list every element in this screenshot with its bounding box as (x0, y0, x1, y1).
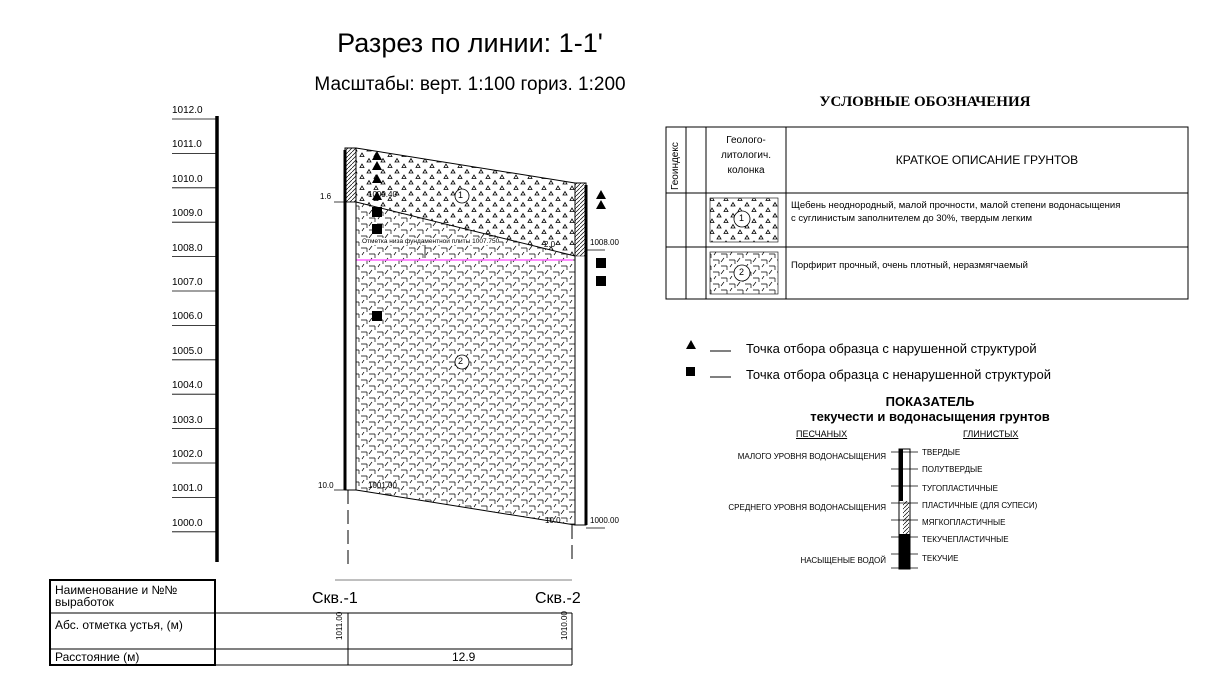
distance-value: 12.9 (452, 650, 476, 664)
well-1-depth-bottom: 10.0 (318, 481, 334, 490)
legend-symbol-square-label: Точка отбора образца с ненарушенной стру… (746, 367, 1052, 382)
well-1-name: Скв.-1 (312, 590, 358, 607)
borehole-table (49, 579, 573, 666)
layer-2-marker (454, 354, 470, 370)
pokazatel-col-sand: ПЕСЧАНЫХ (796, 429, 848, 439)
well-1-samples (372, 151, 382, 321)
square-icon (372, 224, 382, 234)
legend-row-2-desc: Порфирит прочный, очень плотный, неразмя… (791, 260, 1028, 271)
legend-title: УСЛОВНЫЕ ОБОЗНАЧЕНИЯ (819, 94, 1031, 110)
square-icon (372, 311, 382, 321)
section-bottom-line (355, 489, 576, 526)
y-tick-label: 1001.0 (172, 483, 203, 495)
square-icon (596, 276, 606, 286)
well-2-layer-elev: 1008.00 (590, 238, 619, 247)
page-title: Разрез по линии: 1-1' (337, 28, 603, 58)
ground-surface-line (355, 147, 576, 184)
clay-label-7: ТЕКУЧИЕ (922, 554, 959, 563)
pokazatel-title: ПОКАЗАТЕЛЬ (885, 394, 975, 409)
legend-header-index: Геоиндекс (670, 142, 681, 190)
triangle-icon (686, 340, 696, 349)
y-tick-label: 1011.0 (172, 139, 202, 151)
triangle-icon (372, 174, 382, 183)
square-icon (686, 367, 695, 376)
square-icon (372, 207, 382, 217)
well-1-depth-top: 1.6 (320, 192, 332, 201)
legend-header-desc: КРАТКОЕ ОПИСАНИЕ ГРУНТОВ (895, 153, 1079, 167)
clay-label-1: ТВЕРДЫЕ (922, 448, 961, 457)
well-2-bottom-elev: 1000.00 (590, 516, 619, 525)
table-row2-label: Абс. отметка устья, (м) (55, 618, 183, 632)
triangle-icon (596, 200, 606, 209)
y-tick-label: 1003.0 (172, 414, 203, 426)
square-icon (596, 258, 606, 268)
layer-contact-line (355, 201, 576, 257)
layer-1-label: 1 (458, 190, 464, 200)
clay-label-4: ПЛАСТИЧНЫЕ (ДЛЯ СУПЕСИ) (922, 501, 1038, 510)
triangle-icon (372, 191, 382, 200)
well-1-contact-elev: 1009.40 (368, 190, 397, 199)
y-tick-label: 1009.0 (172, 208, 203, 220)
legend-row-2-num: 2 (739, 267, 745, 277)
well-1-mouth-elev: 1011.00 (335, 611, 344, 640)
well-2-mouth-elev: 1010.00 (560, 611, 569, 640)
well-2-name: Скв.-2 (535, 590, 581, 607)
pokazatel-subtitle: текучести и водонасыщения грунтов (810, 409, 1050, 424)
pokazatel-col-clay: ГЛИНИСТЫХ (963, 429, 1019, 439)
well-1-bottom-elev: 1001.00 (368, 481, 397, 490)
y-tick-label: 1010.0 (172, 173, 203, 185)
y-tick-label: 1005.0 (172, 345, 203, 357)
table-row1-label: Наименование и №№ выработок (55, 583, 178, 609)
foundation-note: Отметка низа фундаментной плиты 1007.750 (362, 238, 500, 245)
scale-subtitle: Масштабы: верт. 1:100 гориз. 1:200 (314, 74, 626, 95)
sand-label-1: МАЛОГО УРОВНЯ ВОДОНАСЫЩЕНИЯ (737, 452, 886, 461)
well-2-depth-bottom: 10.0 (545, 516, 561, 525)
clay-label-6: ТЕКУЧЕПЛАСТИЧНЫЕ (922, 535, 1009, 544)
legend-row-1-num: 1 (739, 213, 745, 223)
sand-label-3: НАСЫЩЕНЫЕ ВОДОЙ (800, 556, 886, 565)
well-2-samples (596, 190, 606, 286)
layer-2-label: 2 (458, 356, 464, 366)
clay-label-3: ТУГОПЛАСТИЧНЫЕ (922, 484, 998, 493)
y-tick-label: 1002.0 (172, 449, 203, 460)
legend-table (665, 126, 1189, 300)
legend-header-column: Геолого- литологич. колонка (721, 135, 771, 176)
pokazatel-scale (891, 448, 918, 570)
y-tick-label: 1012.0 (172, 105, 203, 116)
well-2-depth-top: 2.0 (544, 240, 556, 249)
y-tick-label: 1008.0 (172, 242, 203, 254)
clay-label-5: МЯГКОПЛАСТИЧНЫЕ (922, 518, 1006, 527)
clay-label-2: ПОЛУТВЕРДЫЕ (922, 465, 983, 474)
sand-label-2: СРЕДНЕГО УРОВНЯ ВОДОНАСЫЩЕНИЯ (728, 503, 886, 512)
triangle-icon (596, 190, 606, 199)
y-tick-label: 1007.0 (172, 277, 203, 288)
y-tick-label: 1004.0 (172, 380, 203, 392)
legend-symbol-triangle-label: Точка отбора образца с нарушенной структ… (746, 341, 1037, 356)
y-tick-label: 1000.0 (172, 517, 203, 529)
y-tick-label: 1006.0 (172, 311, 203, 323)
layer-1-marker (454, 188, 470, 204)
table-row3-label: Расстояние (м) (55, 650, 140, 664)
legend-row-1-desc: Щебень неоднородный, малой прочности, ма… (791, 200, 1121, 224)
triangle-icon (372, 161, 382, 170)
triangle-icon (372, 151, 382, 160)
y-tick-marks (172, 118, 217, 533)
